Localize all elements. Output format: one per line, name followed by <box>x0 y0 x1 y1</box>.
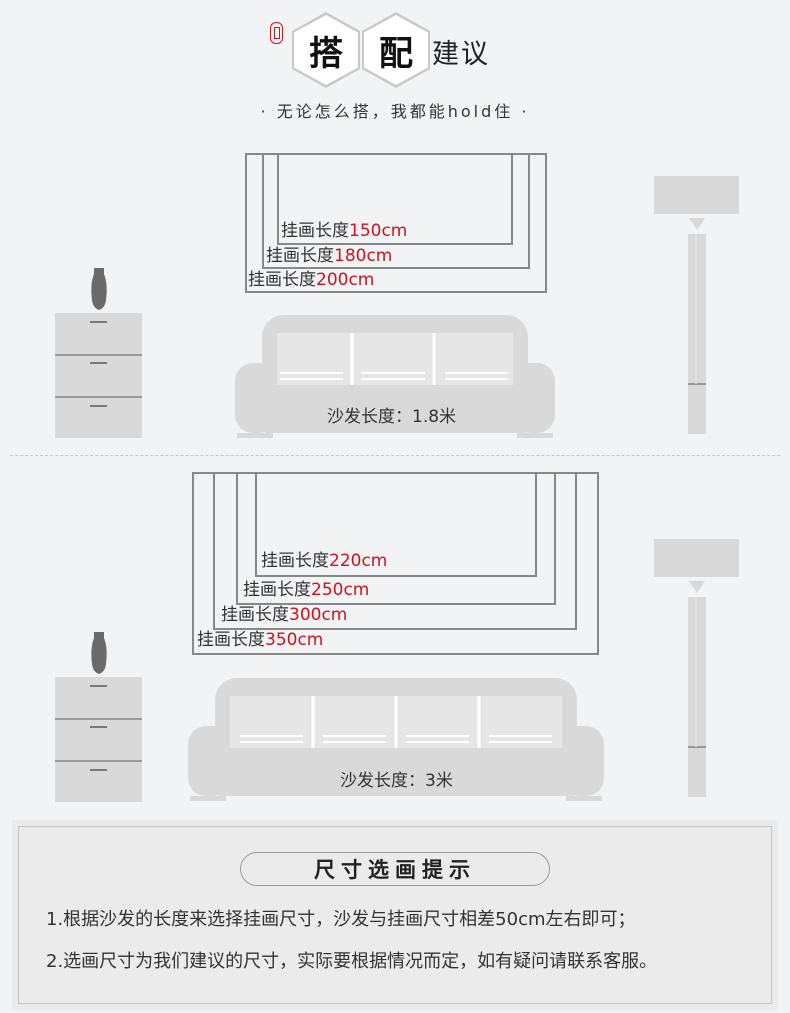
title-char-1: 搭 <box>309 33 343 74</box>
page-subtitle: · 无论怎么搭，我都能hold住 · <box>260 102 530 121</box>
frame-label-220: 挂画长度220cm <box>261 551 388 571</box>
sofa-length-label-2: 沙发长度：3米 <box>340 771 453 791</box>
page-title-rest: 建议 <box>432 39 490 70</box>
title-char-2: 配 <box>379 33 413 74</box>
tips-title: 尺寸选画提示 <box>314 857 476 882</box>
tips-panel-border <box>18 826 772 1004</box>
frame-label-250: 挂画长度250cm <box>243 580 370 600</box>
frame-label-300: 挂画长度300cm <box>221 605 348 625</box>
frame-150 <box>277 153 513 245</box>
section-divider <box>10 455 780 456</box>
frame-220 <box>255 472 537 577</box>
frame-label-180: 挂画长度180cm <box>266 246 393 266</box>
sofa-1-8m-icon <box>235 315 555 438</box>
seal-icon <box>270 22 283 44</box>
sofa-length-label-1: 沙发长度：1.8米 <box>327 407 457 427</box>
tips-panel <box>12 820 778 1010</box>
floor-lamp-icon-2 <box>654 539 739 797</box>
tip-item-2: 2.选画尺寸为我们建议的尺寸，实际要根据情况而定，如有疑问请联系客服。 <box>46 951 658 972</box>
title-hex-2: 配 <box>362 12 430 88</box>
sofa-3m-icon <box>188 678 604 801</box>
tip-item-1: 1.根据沙发的长度来选择挂画尺寸，沙发与挂画尺寸相差50cm左右即可； <box>46 909 636 930</box>
frame-label-200: 挂画长度200cm <box>248 270 375 290</box>
frame-label-350: 挂画长度350cm <box>197 630 324 650</box>
title-hex-1: 搭 <box>292 12 360 88</box>
frame-label-150: 挂画长度150cm <box>281 221 408 241</box>
cabinet-with-vase-icon-2 <box>55 632 142 802</box>
tips-title-pill: 尺寸选画提示 <box>240 852 550 886</box>
floor-lamp-icon <box>654 176 739 434</box>
cabinet-with-vase-icon <box>55 268 142 438</box>
